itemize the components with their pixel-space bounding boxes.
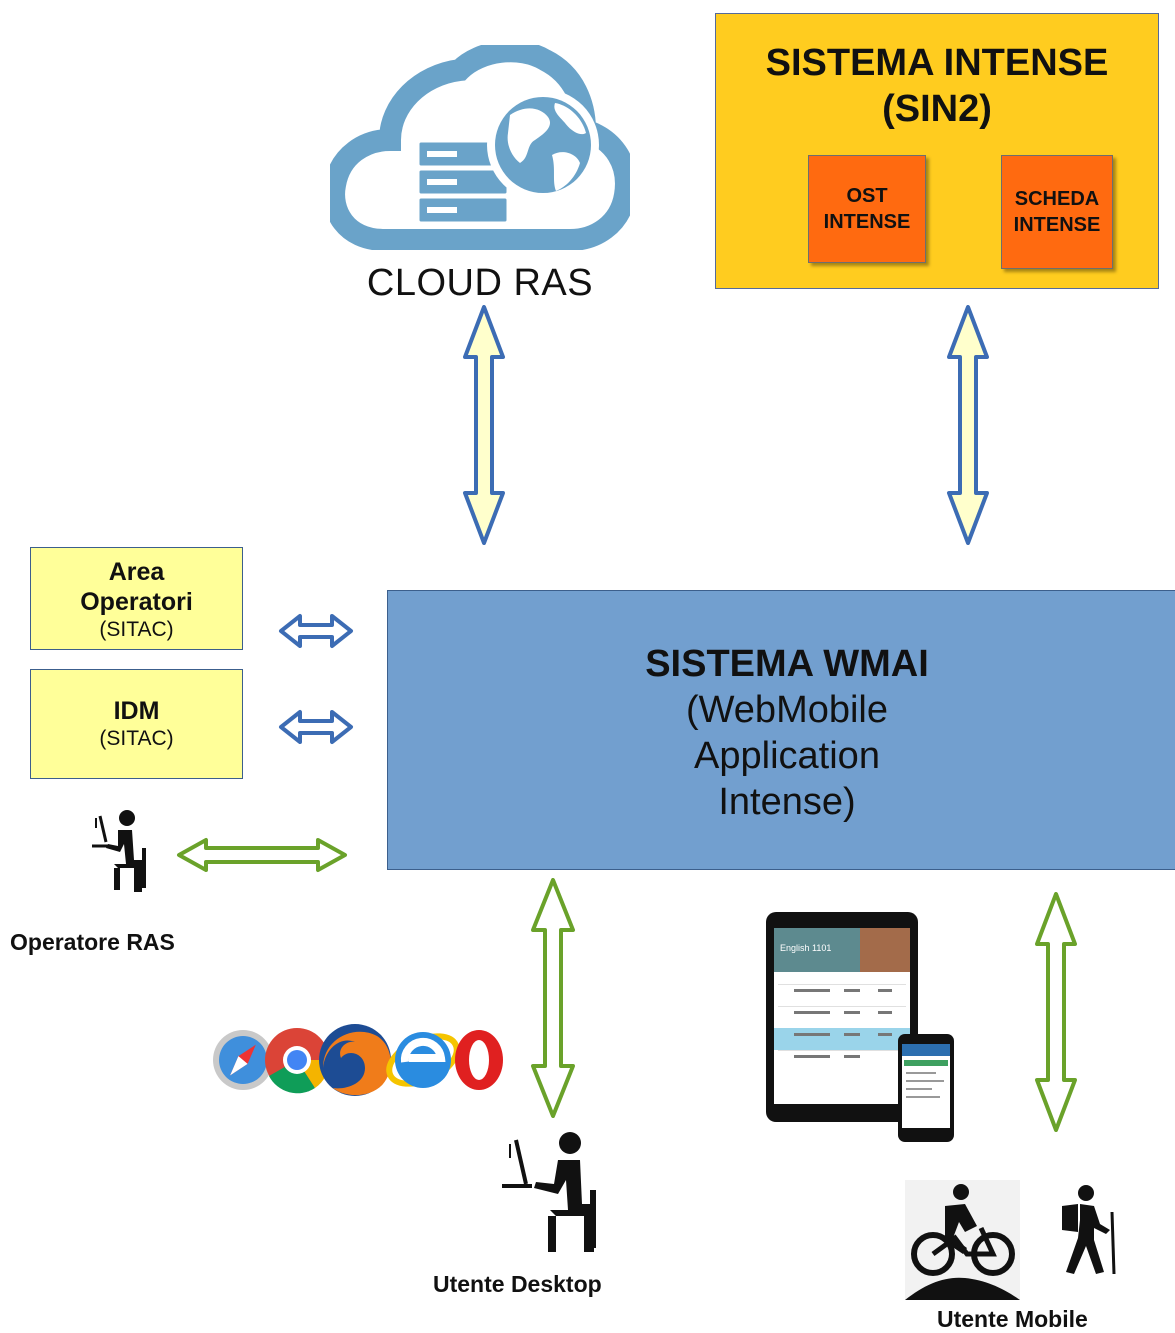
desktop-wmai-double-arrow <box>531 878 575 1118</box>
globe-icon <box>487 89 599 201</box>
hiker-icon <box>1062 1185 1116 1275</box>
sistema-intense-title-line2: (SIN2) <box>882 88 992 130</box>
chrome-icon <box>265 1028 330 1094</box>
cloud-ras-label: CLOUD RAS <box>366 262 594 304</box>
idm-sitac: (SITAC) <box>99 727 174 750</box>
idm-wmai-double-arrow <box>279 710 353 744</box>
area-operatori-line1: Area <box>108 558 165 586</box>
sistema-intense-title: SISTEMA INTENSE (SIN2) <box>716 40 1158 132</box>
cloud-wmai-double-arrow <box>463 305 505 545</box>
browser-logos-icon <box>213 1024 503 1096</box>
area-operatori-line2: Operatori <box>80 588 193 616</box>
wmai-subtitle-line1: (WebMobile <box>685 689 889 731</box>
firefox-icon <box>319 1024 391 1096</box>
ost-intense-note: OST INTENSE <box>808 155 926 263</box>
sistema-intense-box: SISTEMA INTENSE (SIN2) OST INTENSE SCHED… <box>715 13 1159 289</box>
safari-icon <box>213 1030 273 1090</box>
sistema-wmai-title: SISTEMA WMAI <box>645 643 929 685</box>
utente-desktop-label: Utente Desktop <box>433 1271 602 1297</box>
tablet-header-text: English 1101 <box>780 943 832 953</box>
area-operatori-wmai-double-arrow <box>279 614 353 648</box>
cyclist-icon <box>905 1180 1020 1300</box>
area-operatori-box: Area Operatori (SITAC) <box>30 547 243 650</box>
scheda-intense-note: SCHEDA INTENSE <box>1001 155 1113 269</box>
cloud-server-globe-icon <box>330 45 630 250</box>
idm-line1: IDM <box>113 697 160 725</box>
ost-intense-line2: INTENSE <box>823 211 911 233</box>
sistema-intense-title-line1: SISTEMA INTENSE <box>765 42 1109 84</box>
seated-operator-icon <box>92 810 146 892</box>
operator-wmai-double-arrow <box>177 838 347 872</box>
utente-mobile-label: Utente Mobile <box>937 1306 1088 1332</box>
mobile-wmai-double-arrow <box>1035 892 1077 1132</box>
operatore-ras-label: Operatore RAS <box>10 929 175 955</box>
opera-icon <box>455 1030 503 1090</box>
tablet-phone-icon <box>766 912 954 1142</box>
area-operatori-sitac: (SITAC) <box>99 618 174 641</box>
idm-box: IDM (SITAC) <box>30 669 243 779</box>
wmai-subtitle-line3: Intense) <box>718 781 856 823</box>
desktop-user-icon <box>502 1132 596 1252</box>
wmai-subtitle-line2: Application <box>694 735 880 777</box>
ost-intense-line1: OST <box>846 185 888 207</box>
intense-wmai-double-arrow <box>947 305 989 545</box>
sistema-wmai-box: SISTEMA WMAI (WebMobile Application Inte… <box>387 590 1175 870</box>
scheda-intense-line1: SCHEDA <box>1014 188 1100 210</box>
scheda-intense-line2: INTENSE <box>1013 214 1101 236</box>
internet-explorer-icon <box>386 1032 460 1088</box>
